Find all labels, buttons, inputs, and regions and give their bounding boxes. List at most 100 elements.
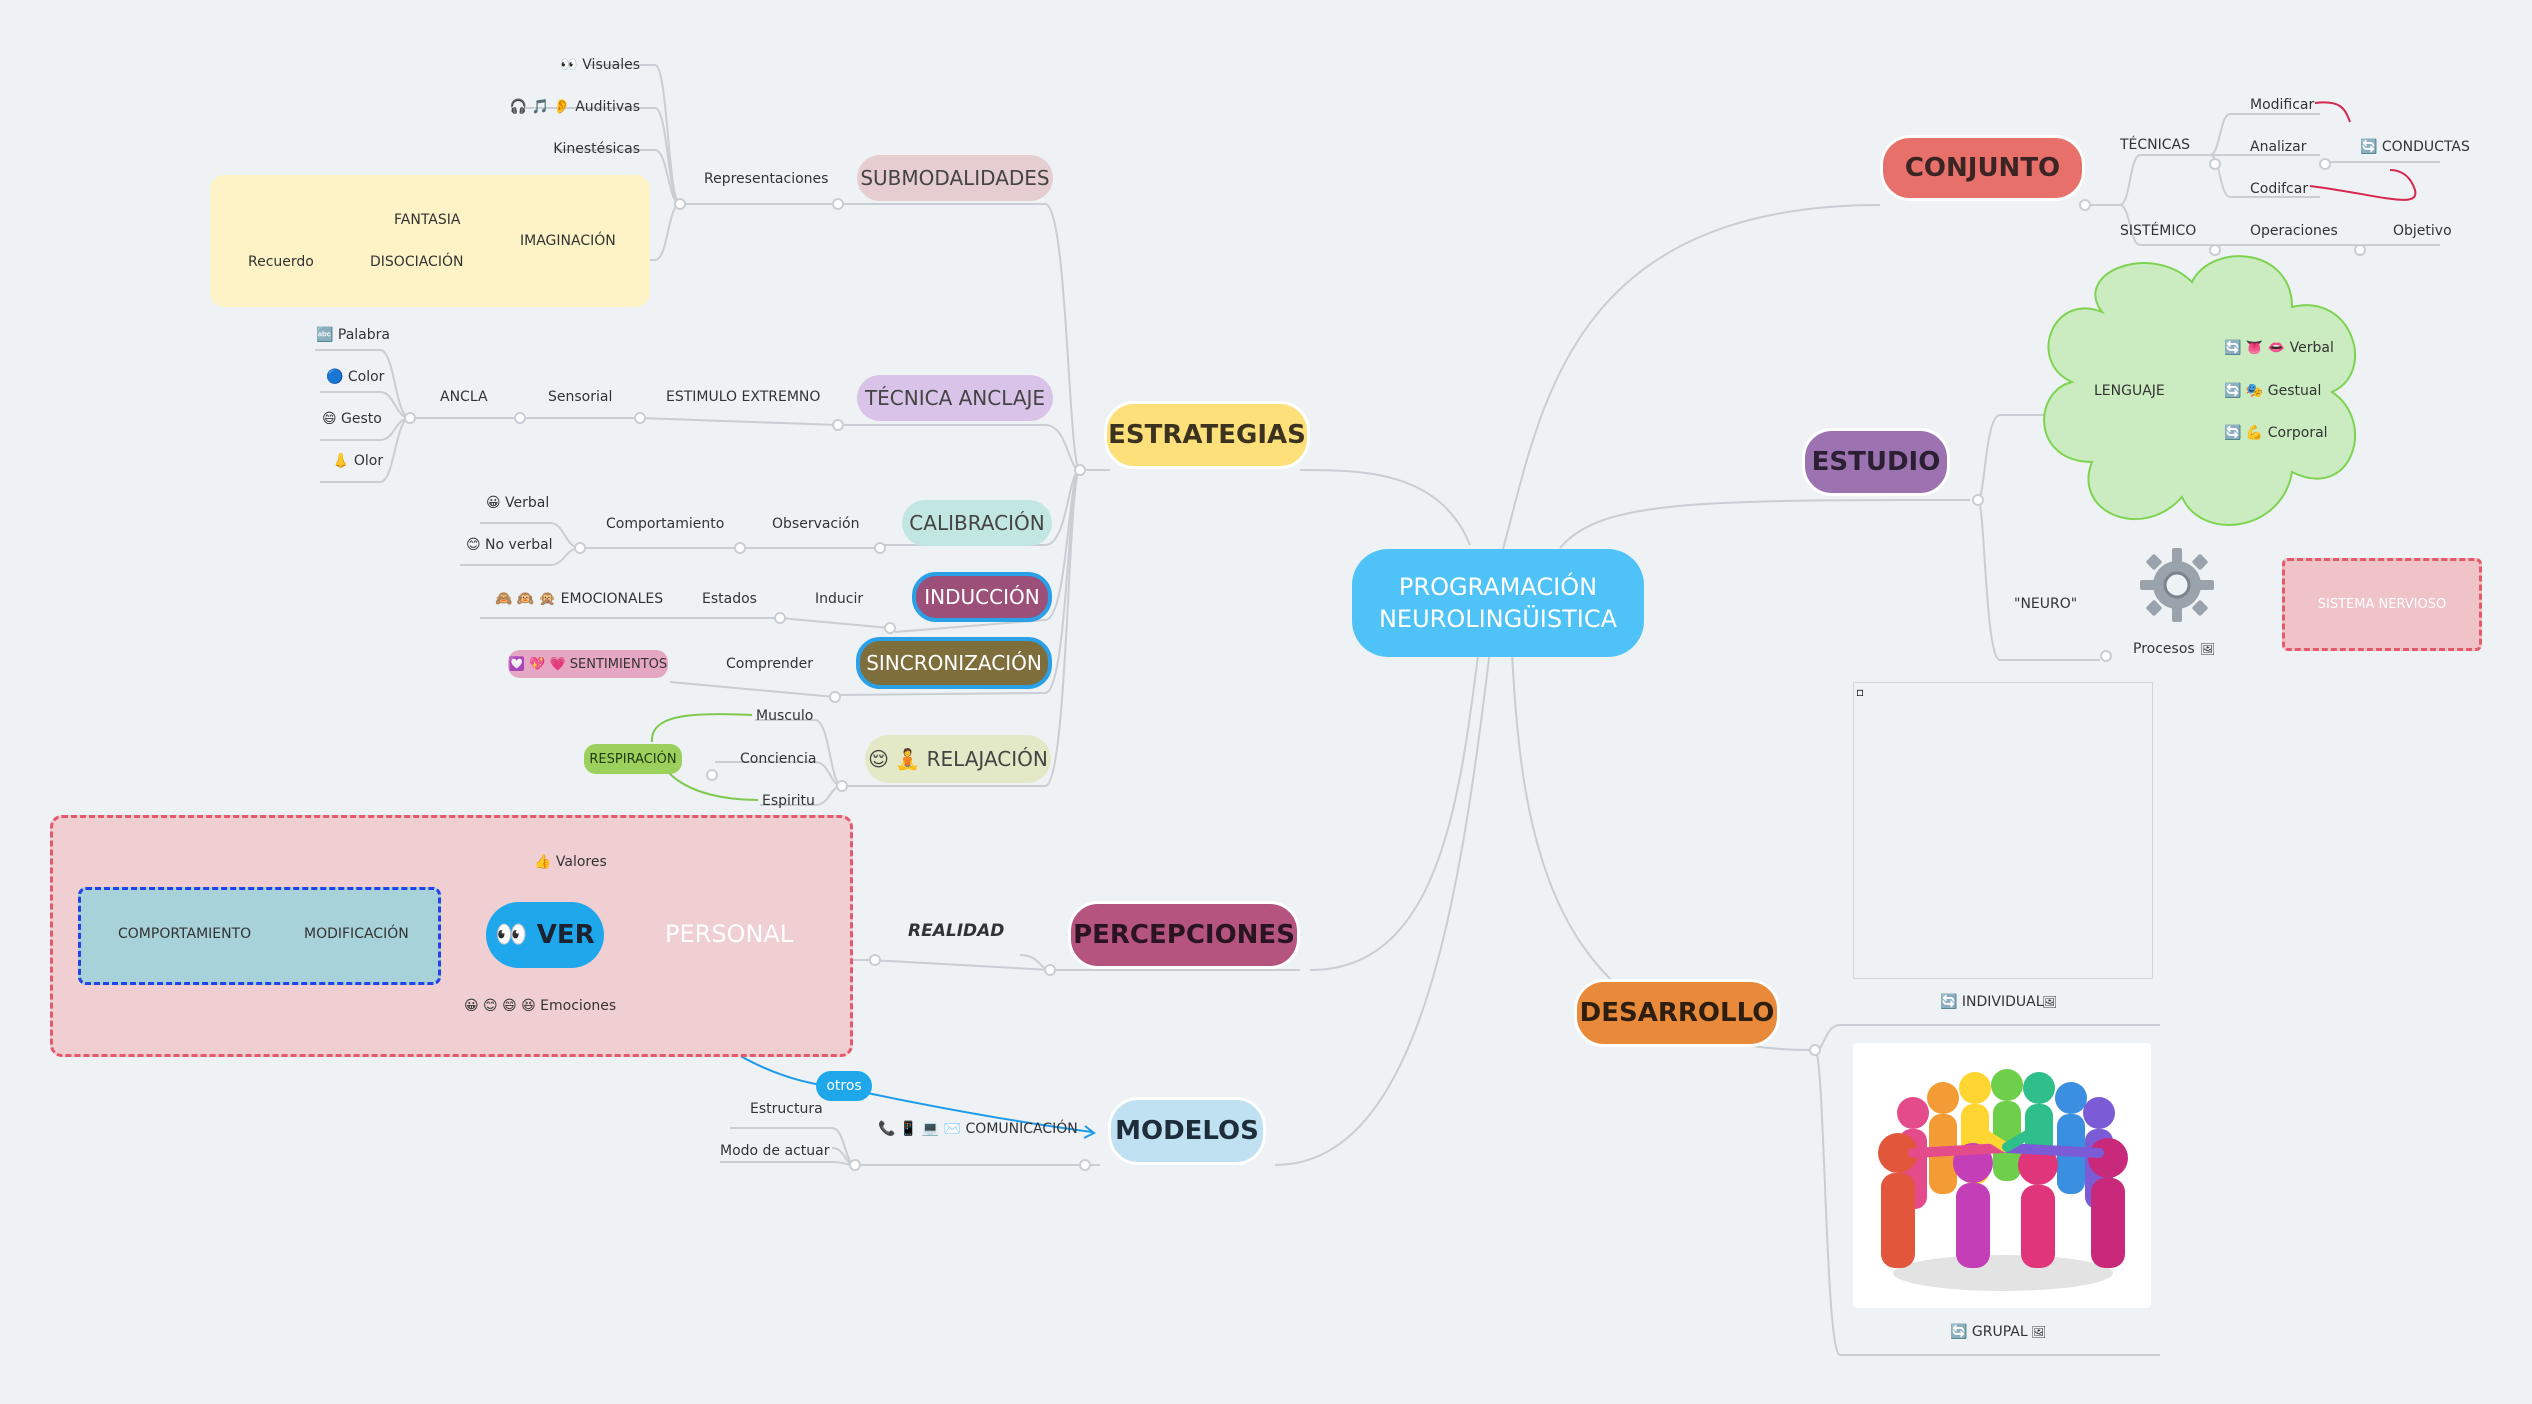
branch-estudio-label: ESTUDIO (1811, 447, 1941, 477)
otros-label: otros (826, 1078, 862, 1094)
node-relajacion[interactable]: 😌 🧘 RELAJACIÓN (865, 735, 1051, 783)
label-no-verbal[interactable]: 😊 No verbal (466, 537, 553, 553)
gear-icon (2140, 548, 2214, 622)
label-comportamiento-per[interactable]: COMPORTAMIENTO (118, 926, 252, 942)
label-codificar[interactable]: Codifcar (2250, 181, 2309, 197)
image-icon: 🖼 (2031, 1325, 2047, 1339)
sentimientos-label: 💟 💖 💗 SENTIMIENTOS (508, 656, 668, 672)
central-topic[interactable]: PROGRAMACIÓN NEUROLINGÜISTICA (1352, 549, 1644, 657)
label-emocionales[interactable]: 🙈 🙉 🙊 EMOCIONALES (495, 591, 664, 607)
broken-image-icon: ▫ (1856, 685, 1865, 699)
label-verbal[interactable]: 🔄 👅 👄 Verbal (2224, 340, 2334, 356)
label-comunicacion[interactable]: 📞 📱 💻 ✉️ COMUNICACIÓN (878, 1121, 1078, 1137)
label-palabra[interactable]: 🔤 Palabra (316, 327, 390, 343)
label-inducir[interactable]: Inducir (815, 591, 864, 607)
ver-label: 👀 VER (495, 920, 595, 950)
label-kinestesicas[interactable]: Kinestésicas (553, 141, 640, 157)
lenguaje-cloud-shape (2043, 255, 2357, 526)
branch-estrategias[interactable]: ESTRATEGIAS (1104, 401, 1310, 469)
label-emociones[interactable]: 😀 😊 😄 😆 Emociones (464, 998, 617, 1014)
label-operaciones[interactable]: Operaciones (2250, 223, 2338, 239)
label-sistemico[interactable]: SISTÉMICO (2120, 223, 2197, 239)
branch-estrategias-label: ESTRATEGIAS (1108, 420, 1306, 450)
central-topic-label: PROGRAMACIÓN NEUROLINGÜISTICA (1378, 573, 1618, 633)
label-color[interactable]: 🔵 Color (326, 369, 385, 385)
label-comprender[interactable]: Comprender (726, 656, 814, 672)
ver-node[interactable]: 👀 VER (486, 902, 604, 968)
label-observacion[interactable]: Observación (772, 516, 860, 532)
respiracion-tag[interactable]: RESPIRACIÓN (584, 744, 682, 774)
label-conciencia[interactable]: Conciencia (740, 751, 817, 767)
label-personal[interactable]: PERSONAL (665, 920, 794, 948)
label-fantasia[interactable]: FANTASIA (394, 212, 461, 228)
label-tecnicas[interactable]: TÉCNICAS (2120, 137, 2191, 153)
label-comportamiento-cal[interactable]: Comportamiento (606, 516, 725, 532)
label-estimulo[interactable]: ESTIMULO EXTREMNO (666, 389, 821, 405)
label-gestual[interactable]: 🔄 🎭 Gestual (2224, 383, 2322, 399)
imaginacion-boundary (210, 175, 650, 307)
label-sensorial[interactable]: Sensorial (548, 389, 613, 405)
label-modificar[interactable]: Modificar (2250, 97, 2315, 113)
label-individual[interactable]: 🔄 INDIVIDUAL (1940, 994, 2044, 1010)
label-ancla[interactable]: ANCLA (440, 389, 488, 405)
branch-estudio[interactable]: ESTUDIO (1802, 428, 1950, 496)
label-gesto[interactable]: 😄 Gesto (322, 411, 382, 427)
label-disociacion[interactable]: DISOCIACIÓN (370, 254, 464, 270)
label-espiritu[interactable]: Espiritu (762, 793, 815, 809)
label-neuro[interactable]: "NEURO" (2014, 596, 2078, 612)
branch-modelos-label: MODELOS (1115, 1116, 1259, 1146)
relajacion-label: 😌 🧘 RELAJACIÓN (868, 747, 1048, 771)
label-verbal-cal[interactable]: 😀 Verbal (486, 495, 550, 511)
otros-relation-label[interactable]: otros (816, 1071, 872, 1101)
label-corporal[interactable]: 🔄 💪 Corporal (2224, 425, 2328, 441)
label-analizar[interactable]: Analizar (2250, 139, 2307, 155)
node-induccion[interactable]: INDUCCIÓN (912, 572, 1052, 622)
node-submodalidades[interactable]: SUBMODALIDADES (857, 155, 1053, 201)
label-recuerdo[interactable]: Recuerdo (248, 254, 314, 270)
label-grupal[interactable]: 🔄 GRUPAL (1950, 1324, 2028, 1340)
label-auditivas[interactable]: 🎧 🎵 👂 Auditivas (509, 99, 640, 115)
individual-image-placeholder: ▫ (1853, 682, 2153, 979)
label-objetivo[interactable]: Objetivo (2393, 223, 2452, 239)
label-modificacion[interactable]: MODIFICACIÓN (304, 926, 409, 942)
sistema-nervioso-node[interactable]: SISTEMA NERVIOSO (2282, 558, 2482, 651)
label-realidad[interactable]: REALIDAD (908, 921, 1005, 941)
branch-desarrollo[interactable]: DESARROLLO (1574, 979, 1780, 1047)
branch-desarrollo-label: DESARROLLO (1579, 998, 1775, 1028)
sincronizacion-label: SINCRONIZACIÓN (866, 651, 1042, 675)
node-sincronizacion[interactable]: SINCRONIZACIÓN (856, 637, 1052, 689)
induccion-label: INDUCCIÓN (924, 585, 1040, 609)
branch-modelos[interactable]: MODELOS (1108, 1097, 1266, 1165)
image-icon: 🖼 (2200, 642, 2216, 656)
branch-percepciones[interactable]: PERCEPCIONES (1068, 901, 1300, 969)
calibracion-label: CALIBRACIÓN (909, 511, 1045, 535)
team-image (1853, 1043, 2151, 1308)
label-visuales[interactable]: 👀 Visuales (560, 57, 640, 73)
anclaje-label: TÉCNICA ANCLAJE (864, 386, 1046, 410)
node-calibracion[interactable]: CALIBRACIÓN (902, 500, 1052, 546)
comportamiento-boundary (78, 887, 441, 985)
label-modo-actuar[interactable]: Modo de actuar (720, 1143, 830, 1159)
label-musculo[interactable]: Musculo (756, 708, 814, 724)
label-valores[interactable]: 👍 Valores (534, 854, 607, 870)
team-people-illustration (1878, 1069, 2128, 1291)
label-representaciones[interactable]: Representaciones (704, 171, 829, 187)
node-tecnica-anclaje[interactable]: TÉCNICA ANCLAJE (857, 375, 1053, 421)
label-estados[interactable]: Estados (702, 591, 757, 607)
sentimientos-tag[interactable]: 💟 💖 💗 SENTIMIENTOS (508, 650, 668, 678)
label-imaginacion[interactable]: IMAGINACIÓN (520, 233, 616, 249)
branch-percepciones-label: PERCEPCIONES (1073, 920, 1295, 950)
label-lenguaje[interactable]: LENGUAJE (2094, 383, 2165, 399)
branch-conjunto-label: CONJUNTO (1904, 153, 2061, 183)
branch-conjunto[interactable]: CONJUNTO (1880, 135, 2085, 201)
respiracion-label: RESPIRACIÓN (589, 751, 677, 767)
label-estructura[interactable]: Estructura (750, 1101, 823, 1117)
label-conductas[interactable]: 🔄 CONDUCTAS (2360, 139, 2470, 155)
label-olor[interactable]: 👃 Olor (332, 453, 384, 469)
sistema-nervioso-label: SISTEMA NERVIOSO (2317, 597, 2447, 612)
submodalidades-label: SUBMODALIDADES (860, 166, 1050, 190)
label-procesos[interactable]: Procesos (2133, 641, 2195, 657)
image-icon: 🖼 (2042, 995, 2058, 1009)
